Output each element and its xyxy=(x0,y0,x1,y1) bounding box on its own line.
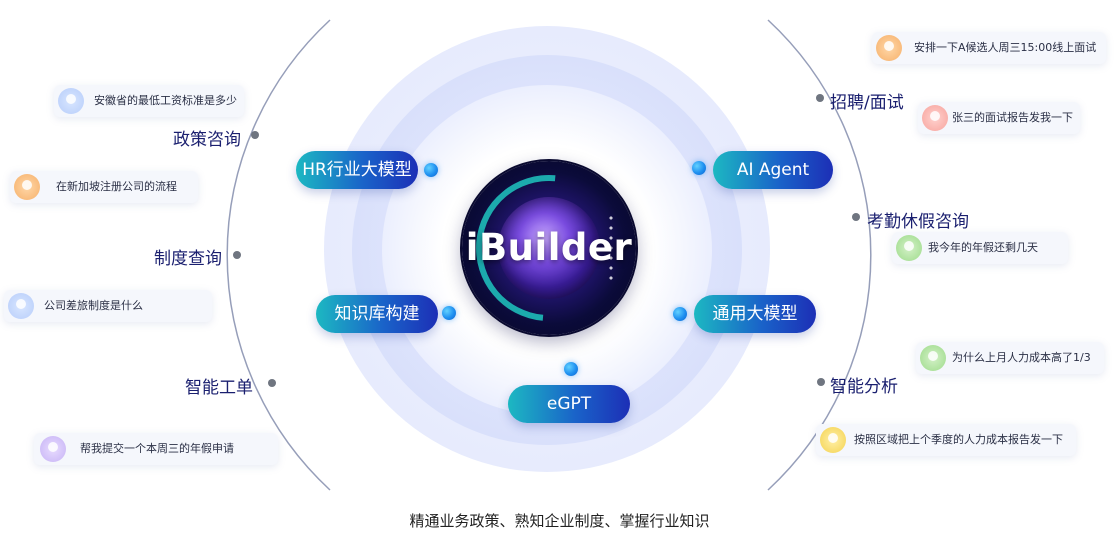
user-avatar-icon xyxy=(8,293,34,319)
pill-hr-model[interactable]: HR行业大模型 xyxy=(296,151,418,189)
question-text: 按照区域把上个季度的人力成本报告发一下 xyxy=(854,433,1063,446)
category-dot-icon xyxy=(233,251,241,259)
question-text: 帮我提交一个本周三的年假申请 xyxy=(80,442,234,455)
category-policy: 政策咨询 xyxy=(173,130,241,150)
question-bubble[interactable]: 我今年的年假还剩几天 xyxy=(892,232,1068,264)
question-bubble[interactable]: 安徽省的最低工资标准是多少 xyxy=(54,85,244,117)
connector-dot-icon xyxy=(424,163,438,177)
question-bubble[interactable]: 在新加坡注册公司的流程 xyxy=(10,171,198,203)
category-dot-icon xyxy=(268,379,276,387)
question-bubble[interactable]: 公司差旅制度是什么 xyxy=(4,290,212,322)
user-avatar-icon xyxy=(920,345,946,371)
category-attendance: 考勤休假咨询 xyxy=(867,212,969,232)
category-system: 制度查询 xyxy=(154,249,222,269)
category-dot-icon xyxy=(816,94,824,102)
question-text: 我今年的年假还剩几天 xyxy=(928,241,1038,254)
connector-dot-icon xyxy=(673,307,687,321)
category-dot-icon xyxy=(251,131,259,139)
question-text: 安排一下A候选人周三15:00线上面试 xyxy=(914,41,1097,54)
question-bubble[interactable]: 张三的面试报告发我一下 xyxy=(918,102,1080,134)
question-bubble[interactable]: 帮我提交一个本周三的年假申请 xyxy=(34,433,278,465)
connector-dot-icon xyxy=(564,362,578,376)
user-avatar-icon xyxy=(896,235,922,261)
user-avatar-icon xyxy=(14,174,40,200)
question-text: 公司差旅制度是什么 xyxy=(44,299,143,312)
ibuilder-core-lens: iBuilder xyxy=(462,161,636,335)
lens-icon xyxy=(498,197,600,299)
user-avatar-icon xyxy=(820,427,846,453)
user-avatar-icon xyxy=(922,105,948,131)
connector-dot-icon xyxy=(692,161,706,175)
pill-ai-agent[interactable]: AI Agent xyxy=(713,151,833,189)
question-bubble[interactable]: 为什么上月人力成本高了1/3 xyxy=(916,342,1104,374)
question-text: 安徽省的最低工资标准是多少 xyxy=(94,94,237,107)
category-workorder: 智能工单 xyxy=(185,378,253,398)
question-text: 在新加坡注册公司的流程 xyxy=(56,180,177,193)
question-bubble[interactable]: 安排一下A候选人周三15:00线上面试 xyxy=(872,32,1106,64)
user-avatar-icon xyxy=(876,35,902,61)
user-avatar-icon xyxy=(40,436,66,462)
dot-column-decoration xyxy=(608,213,614,283)
pill-egpt[interactable]: eGPT xyxy=(508,385,630,423)
category-dot-icon xyxy=(817,378,825,386)
pill-knowledge-base[interactable]: 知识库构建 xyxy=(316,295,438,333)
question-text: 张三的面试报告发我一下 xyxy=(952,111,1073,124)
bottom-caption: 精通业务政策、熟知企业制度、掌握行业知识 xyxy=(409,512,710,530)
category-analysis: 智能分析 xyxy=(830,377,898,397)
question-bubble[interactable]: 按照区域把上个季度的人力成本报告发一下 xyxy=(816,424,1076,456)
connector-dot-icon xyxy=(442,306,456,320)
pill-general-model[interactable]: 通用大模型 xyxy=(694,295,816,333)
category-recruit: 招聘/面试 xyxy=(830,93,904,113)
core-title: iBuilder xyxy=(465,226,633,269)
user-avatar-icon xyxy=(58,88,84,114)
question-text: 为什么上月人力成本高了1/3 xyxy=(952,351,1091,364)
category-dot-icon xyxy=(852,213,860,221)
